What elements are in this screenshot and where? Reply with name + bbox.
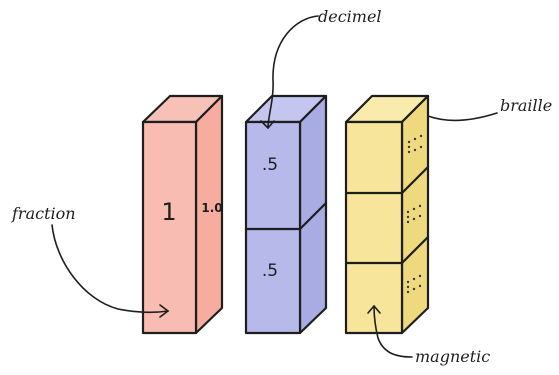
- braille-dots-1: [407, 134, 423, 154]
- fraction-block-front: [141, 120, 198, 335]
- arrow-decimel: [267, 15, 319, 129]
- arrow-fraction: [51, 224, 169, 314]
- braille-dots-3: [406, 274, 422, 294]
- arrow-magnetic-head: [367, 304, 381, 314]
- braille-block: [344, 94, 430, 335]
- fraction-side-text: 1.0: [201, 201, 222, 215]
- braille-block-front: [344, 120, 404, 335]
- arrow-decimel-head: [260, 120, 275, 130]
- arrow-magnetic: [373, 305, 413, 358]
- decimal-block: .5 .5: [244, 94, 328, 335]
- fraction-block: 1 1.0: [141, 94, 224, 335]
- decimal-block-front: [244, 120, 302, 335]
- label-braille: braille: [500, 96, 552, 115]
- arrow-fraction-head: [159, 304, 170, 318]
- decimal-top-text: .5: [262, 155, 278, 175]
- label-magnetic: magnetic: [415, 347, 490, 366]
- label-fraction: fraction: [11, 204, 76, 223]
- braille-divider-side-2: [400, 235, 430, 265]
- braille-block-side: [400, 94, 430, 335]
- fraction-front-text: 1: [161, 198, 176, 226]
- arrow-braille: [427, 112, 498, 122]
- decimal-divider-side: [298, 201, 328, 231]
- braille-divider-side-1: [400, 165, 430, 195]
- decimal-bottom-text: .5: [262, 261, 278, 281]
- braille-dots-2: [406, 204, 422, 224]
- label-decimel: decimel: [318, 7, 382, 26]
